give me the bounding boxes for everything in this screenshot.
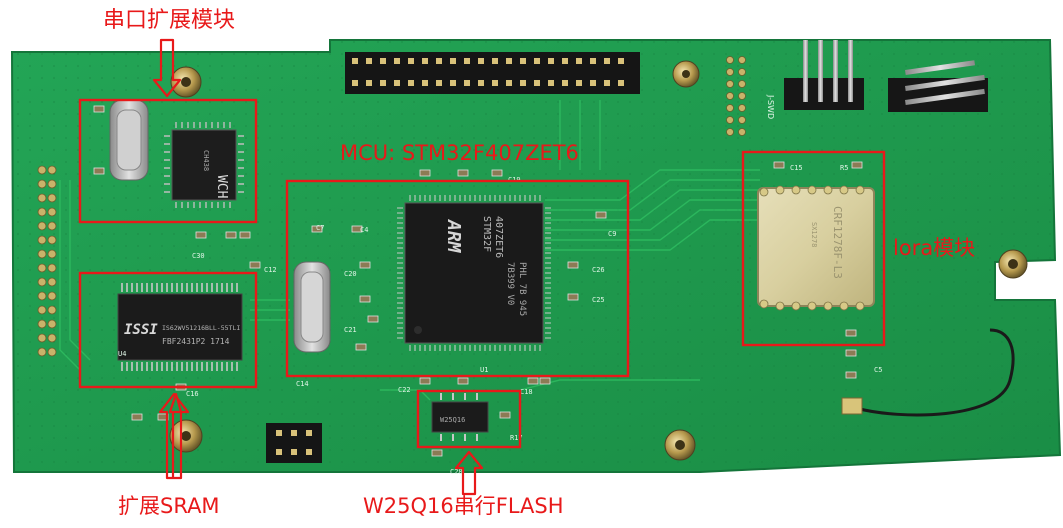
swd-silkscreen: J-SWD bbox=[766, 94, 775, 119]
lora-chip-part: CRF1278F-L3 bbox=[831, 206, 844, 279]
crystal-uart bbox=[109, 99, 149, 181]
silk-c12: C12 bbox=[264, 266, 277, 274]
silk-c5: C5 bbox=[874, 366, 882, 374]
silk-c7: C7 bbox=[316, 224, 324, 232]
mcu-chip-date: PHL 7B 945 bbox=[517, 262, 527, 316]
flash-arrow bbox=[454, 450, 484, 496]
flash-highlight-box bbox=[416, 389, 522, 449]
silk-c20: C20 bbox=[344, 270, 357, 278]
lora-header bbox=[888, 60, 988, 112]
flash-chip: W25Q16 bbox=[431, 393, 489, 441]
silk-c14: C14 bbox=[296, 380, 309, 388]
swd-pad-column bbox=[726, 56, 746, 136]
silk-u1: U1 bbox=[480, 366, 488, 374]
mcu-chip-part-2: 407ZET6 bbox=[493, 216, 504, 258]
sram-chip: ISSI IS62WV51216BLL-55TLI FBF2431P2 1714 bbox=[117, 283, 243, 371]
silk-c26: C26 bbox=[592, 266, 605, 274]
mcu-chip: ARM STM32F 407ZET6 7B399 V0 PHL 7B 945 bbox=[397, 195, 551, 351]
mcu-label: MCU: STM32F407ZET6 bbox=[340, 141, 579, 165]
sram-label: 扩展SRAM bbox=[118, 494, 220, 518]
sram-highlight-box bbox=[78, 271, 258, 389]
crystal-mcu bbox=[293, 261, 331, 353]
silk-r17: R17 bbox=[510, 434, 523, 442]
silk-c21: C21 bbox=[344, 326, 357, 334]
mcu-chip-part-1: STM32F bbox=[481, 216, 492, 252]
lora-highlight-box bbox=[741, 150, 886, 347]
silk-c25: C25 bbox=[592, 296, 605, 304]
uart-module-label: 串口扩展模块 bbox=[103, 8, 236, 33]
uart-chip: WCH CH438 bbox=[164, 122, 244, 208]
silk-c4: C4 bbox=[360, 226, 368, 234]
silk-c15: C15 bbox=[790, 164, 803, 172]
mcu-chip-logo: ARM bbox=[443, 219, 464, 254]
silk-c28: C28 bbox=[450, 468, 463, 476]
silk-c16: C16 bbox=[186, 390, 199, 398]
left-pad-column bbox=[37, 165, 57, 357]
silk-c18: C18 bbox=[520, 388, 533, 396]
lora-chip: CRF1278F-L3 SX1278 bbox=[757, 185, 875, 311]
uart-chip-part: CH438 bbox=[202, 150, 210, 171]
mcu-chip-lot: 7B399 V0 bbox=[505, 262, 515, 305]
lora-chip-sub: SX1278 bbox=[810, 222, 818, 247]
sram-chip-part: IS62WV51216BLL-55TLI bbox=[162, 324, 240, 332]
silk-u4: U4 bbox=[118, 350, 126, 358]
uart-chip-logo: WCH bbox=[214, 175, 229, 198]
lora-module-label: lora模块 bbox=[893, 236, 976, 260]
silk-r5: R5 bbox=[840, 164, 848, 172]
mcu-highlight-box bbox=[285, 179, 630, 378]
top-pin-header bbox=[345, 52, 640, 94]
small-header bbox=[266, 423, 322, 463]
flash-label: W25Q16串行FLASH bbox=[363, 494, 564, 518]
silk-c9: C9 bbox=[608, 230, 616, 238]
silk-c30: C30 bbox=[192, 252, 205, 260]
uart-highlight-box bbox=[78, 98, 258, 224]
swd-header bbox=[784, 40, 864, 110]
uart-arrow bbox=[152, 38, 182, 98]
silk-c22: C22 bbox=[398, 386, 411, 394]
sram-arrow-shaft bbox=[168, 392, 183, 478]
sram-chip-logo: ISSI bbox=[124, 322, 158, 338]
sram-arrow bbox=[158, 392, 190, 480]
flash-chip-part: W25Q16 bbox=[440, 416, 465, 424]
standoffs bbox=[169, 60, 1028, 461]
antenna-cable bbox=[841, 328, 1015, 417]
sram-chip-lot: FBF2431P2 1714 bbox=[162, 337, 230, 346]
smd-components bbox=[93, 105, 863, 457]
